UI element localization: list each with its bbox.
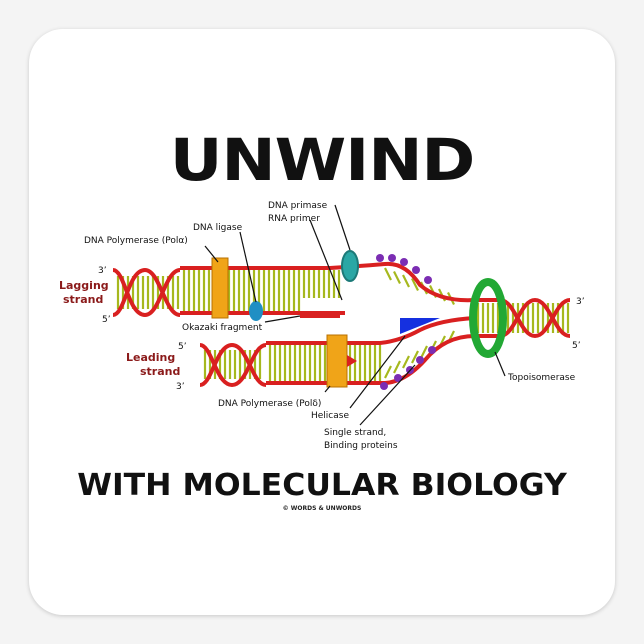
base-pair-rung: [384, 267, 392, 281]
label-helicase: Helicase: [311, 411, 349, 421]
label-3prime-top-left: 3’: [98, 266, 107, 276]
dna-polymerase-delta-block: [326, 334, 348, 388]
leading-helix-strand-a: [199, 343, 267, 388]
lagging-helix-strand-a: [112, 268, 181, 318]
title-unwind: UNWIND: [169, 126, 476, 194]
label-leading-strand-2: strand: [140, 365, 180, 378]
label-okazaki-fragment: Okazaki fragment: [182, 323, 263, 333]
base-pair-rung: [411, 350, 419, 364]
label-dna-polymerase-alpha: DNA Polymerase (Polα): [84, 236, 188, 246]
leading-bottom-strand: [266, 334, 476, 385]
label-5prime-bottom-left: 5’: [178, 342, 187, 352]
single-strand-binding-proteins: [376, 254, 436, 390]
dna-polymerase-alpha-block: [211, 257, 229, 319]
parent-strand-bottom: [475, 297, 571, 338]
dna-primase-ring: [341, 250, 359, 282]
label-rna-primer: RNA primer: [268, 214, 320, 224]
dna-ligase-blob: [249, 301, 263, 321]
label-topoisomerase: Topoisomerase: [507, 373, 576, 383]
base-pair-rung: [402, 274, 410, 288]
helicase-triangle: [400, 318, 440, 334]
label-dna-primase: DNA primase: [268, 201, 328, 211]
label-leading-strand-1: Leading: [126, 351, 175, 364]
label-dna-polymerase-delta: DNA Polymerase (Polδ): [218, 399, 321, 409]
leading-helix-strand-b: [199, 342, 267, 387]
label-5prime-top-left: 5’: [102, 315, 111, 325]
base-pair-rung: [384, 365, 392, 379]
base-pair-rung: [411, 278, 419, 291]
topoisomerase-ring: [469, 278, 507, 358]
label-lagging-strand-2: strand: [63, 293, 103, 306]
label-lagging-strand-1: Lagging: [59, 279, 109, 292]
base-pair-rung: [393, 271, 401, 284]
lagging-helix-strand-b: [112, 267, 181, 317]
label-dna-ligase: DNA ligase: [193, 223, 243, 233]
parent-strand-top: [475, 298, 571, 339]
leading-top-strand: [266, 316, 476, 345]
polymerase-delta-arrow: [347, 355, 357, 367]
label-3prime-right: 3’: [576, 297, 585, 307]
base-pair-rung: [393, 360, 401, 374]
base-pair-rung: [420, 345, 428, 359]
label-3prime-bottom-left: 3’: [176, 382, 185, 392]
label-pointer-lines: [204, 204, 506, 426]
label-5prime-right: 5’: [572, 341, 581, 351]
subtitle-molecular-biology: WITH MOLECULAR BIOLOGY: [77, 468, 567, 503]
label-ssb-1: Single strand,: [324, 428, 386, 438]
base-pair-rung: [402, 355, 410, 369]
copyright-notice: © WORDS & UNWORDS: [282, 505, 362, 512]
label-ssb-2: Binding proteins: [324, 441, 398, 451]
